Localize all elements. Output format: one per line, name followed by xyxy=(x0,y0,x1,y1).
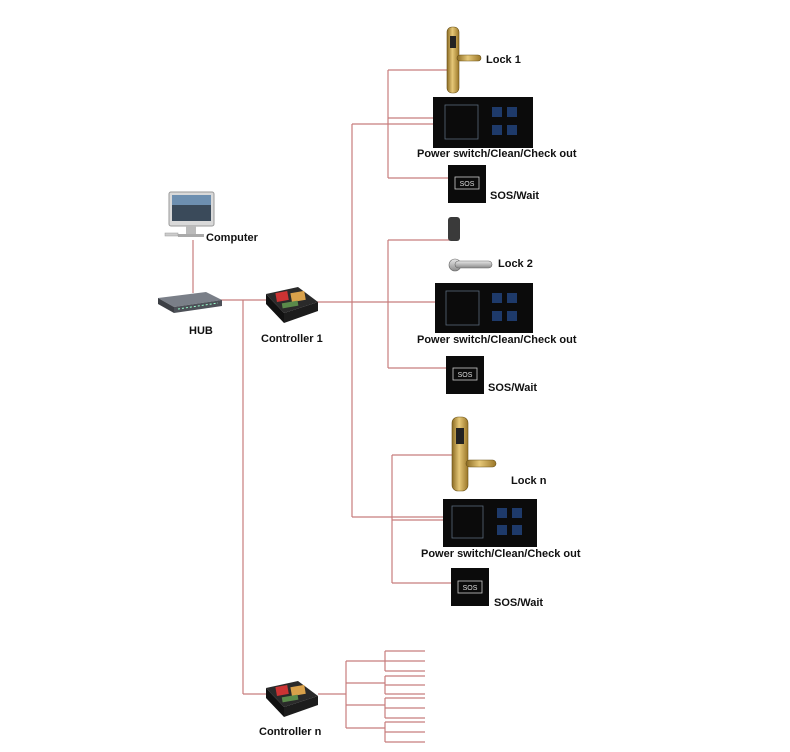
wiring xyxy=(192,69,452,743)
sos-switch-2-icon: SOS xyxy=(446,356,484,394)
lock-2-label: Lock 2 xyxy=(498,258,533,270)
sos-text: SOS xyxy=(463,585,478,592)
panel-2-label: Power switch/Clean/Check out xyxy=(417,334,577,346)
lock-1-icon xyxy=(446,26,482,94)
sos-text: SOS xyxy=(460,181,475,188)
control-panel-2-icon xyxy=(435,283,533,333)
sos-switch-n-icon: SOS xyxy=(451,568,489,606)
lock-1-label: Lock 1 xyxy=(486,54,521,66)
controller-n-icon xyxy=(266,681,318,717)
controller-1-icon xyxy=(266,287,318,323)
computer-label: Computer xyxy=(206,232,258,244)
panel-1-label: Power switch/Clean/Check out xyxy=(417,148,577,160)
control-panel-n-icon xyxy=(443,499,537,547)
hub-label: HUB xyxy=(189,325,213,337)
panel-n-label: Power switch/Clean/Check out xyxy=(421,548,581,560)
controller-n-label: Controller n xyxy=(259,726,322,738)
lock-2-icon xyxy=(448,217,493,272)
lock-n-label: Lock n xyxy=(511,475,547,487)
control-panel-1-icon xyxy=(433,97,533,148)
sos-n-label: SOS/Wait xyxy=(494,597,544,609)
controller-1-label: Controller 1 xyxy=(261,333,323,345)
sos-switch-1-icon: SOS xyxy=(448,165,486,203)
hub-icon xyxy=(158,292,222,313)
lock-n-icon xyxy=(451,416,497,492)
sos-2-label: SOS/Wait xyxy=(488,382,538,394)
computer-icon xyxy=(164,191,215,237)
sos-text: SOS xyxy=(458,372,473,379)
sos-1-label: SOS/Wait xyxy=(490,190,540,202)
